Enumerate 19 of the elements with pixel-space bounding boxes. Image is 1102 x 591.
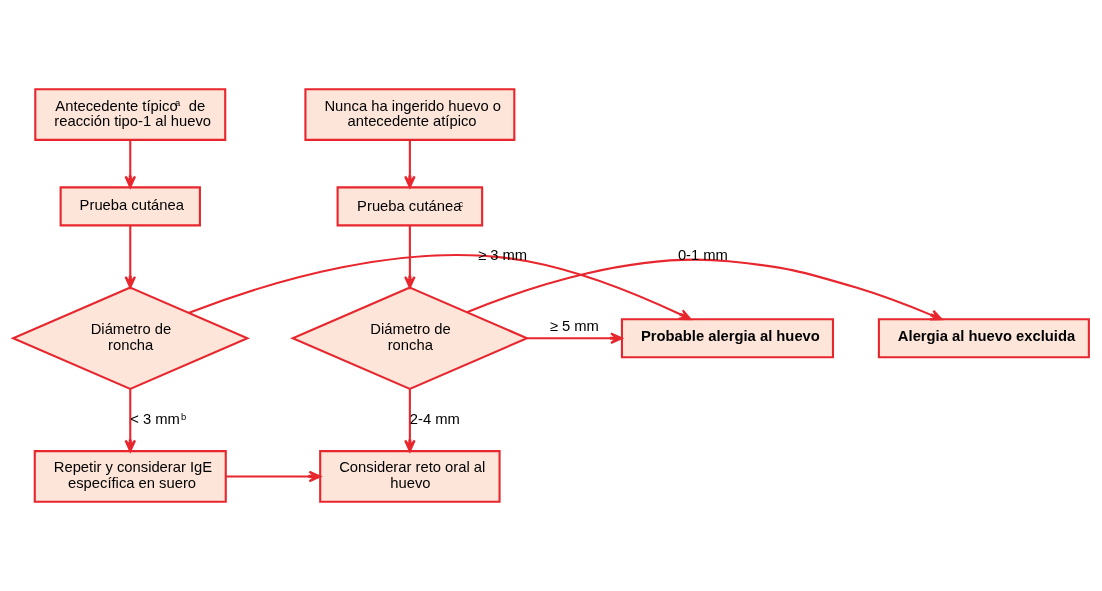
arrow [527,332,623,345]
node-diamond: Diámetro de roncha [10,286,251,391]
arrow [404,140,416,189]
node-box: Nunca ha ingerido huevo o antecedente atípico [304,88,516,141]
edge-label: ≥ 5 mm [549,318,599,335]
arrow [404,225,416,289]
arrow [466,258,943,321]
node-box: Prueba cutánea [59,186,201,227]
node-diamond: Diámetro de roncha [290,286,530,391]
arrow [404,389,416,453]
arrow [188,254,692,321]
arrow [124,225,137,289]
arrow [124,140,137,189]
node-box: Probable alergia al huevo [620,318,835,359]
node-box: Considerar reto oral al huevo [319,450,501,503]
node-box: Repetir y considerar IgE específica en suero [33,450,227,503]
arrow [124,389,137,453]
node-box: Alergia al huevo excluida [877,318,1090,359]
arrow [225,470,322,483]
